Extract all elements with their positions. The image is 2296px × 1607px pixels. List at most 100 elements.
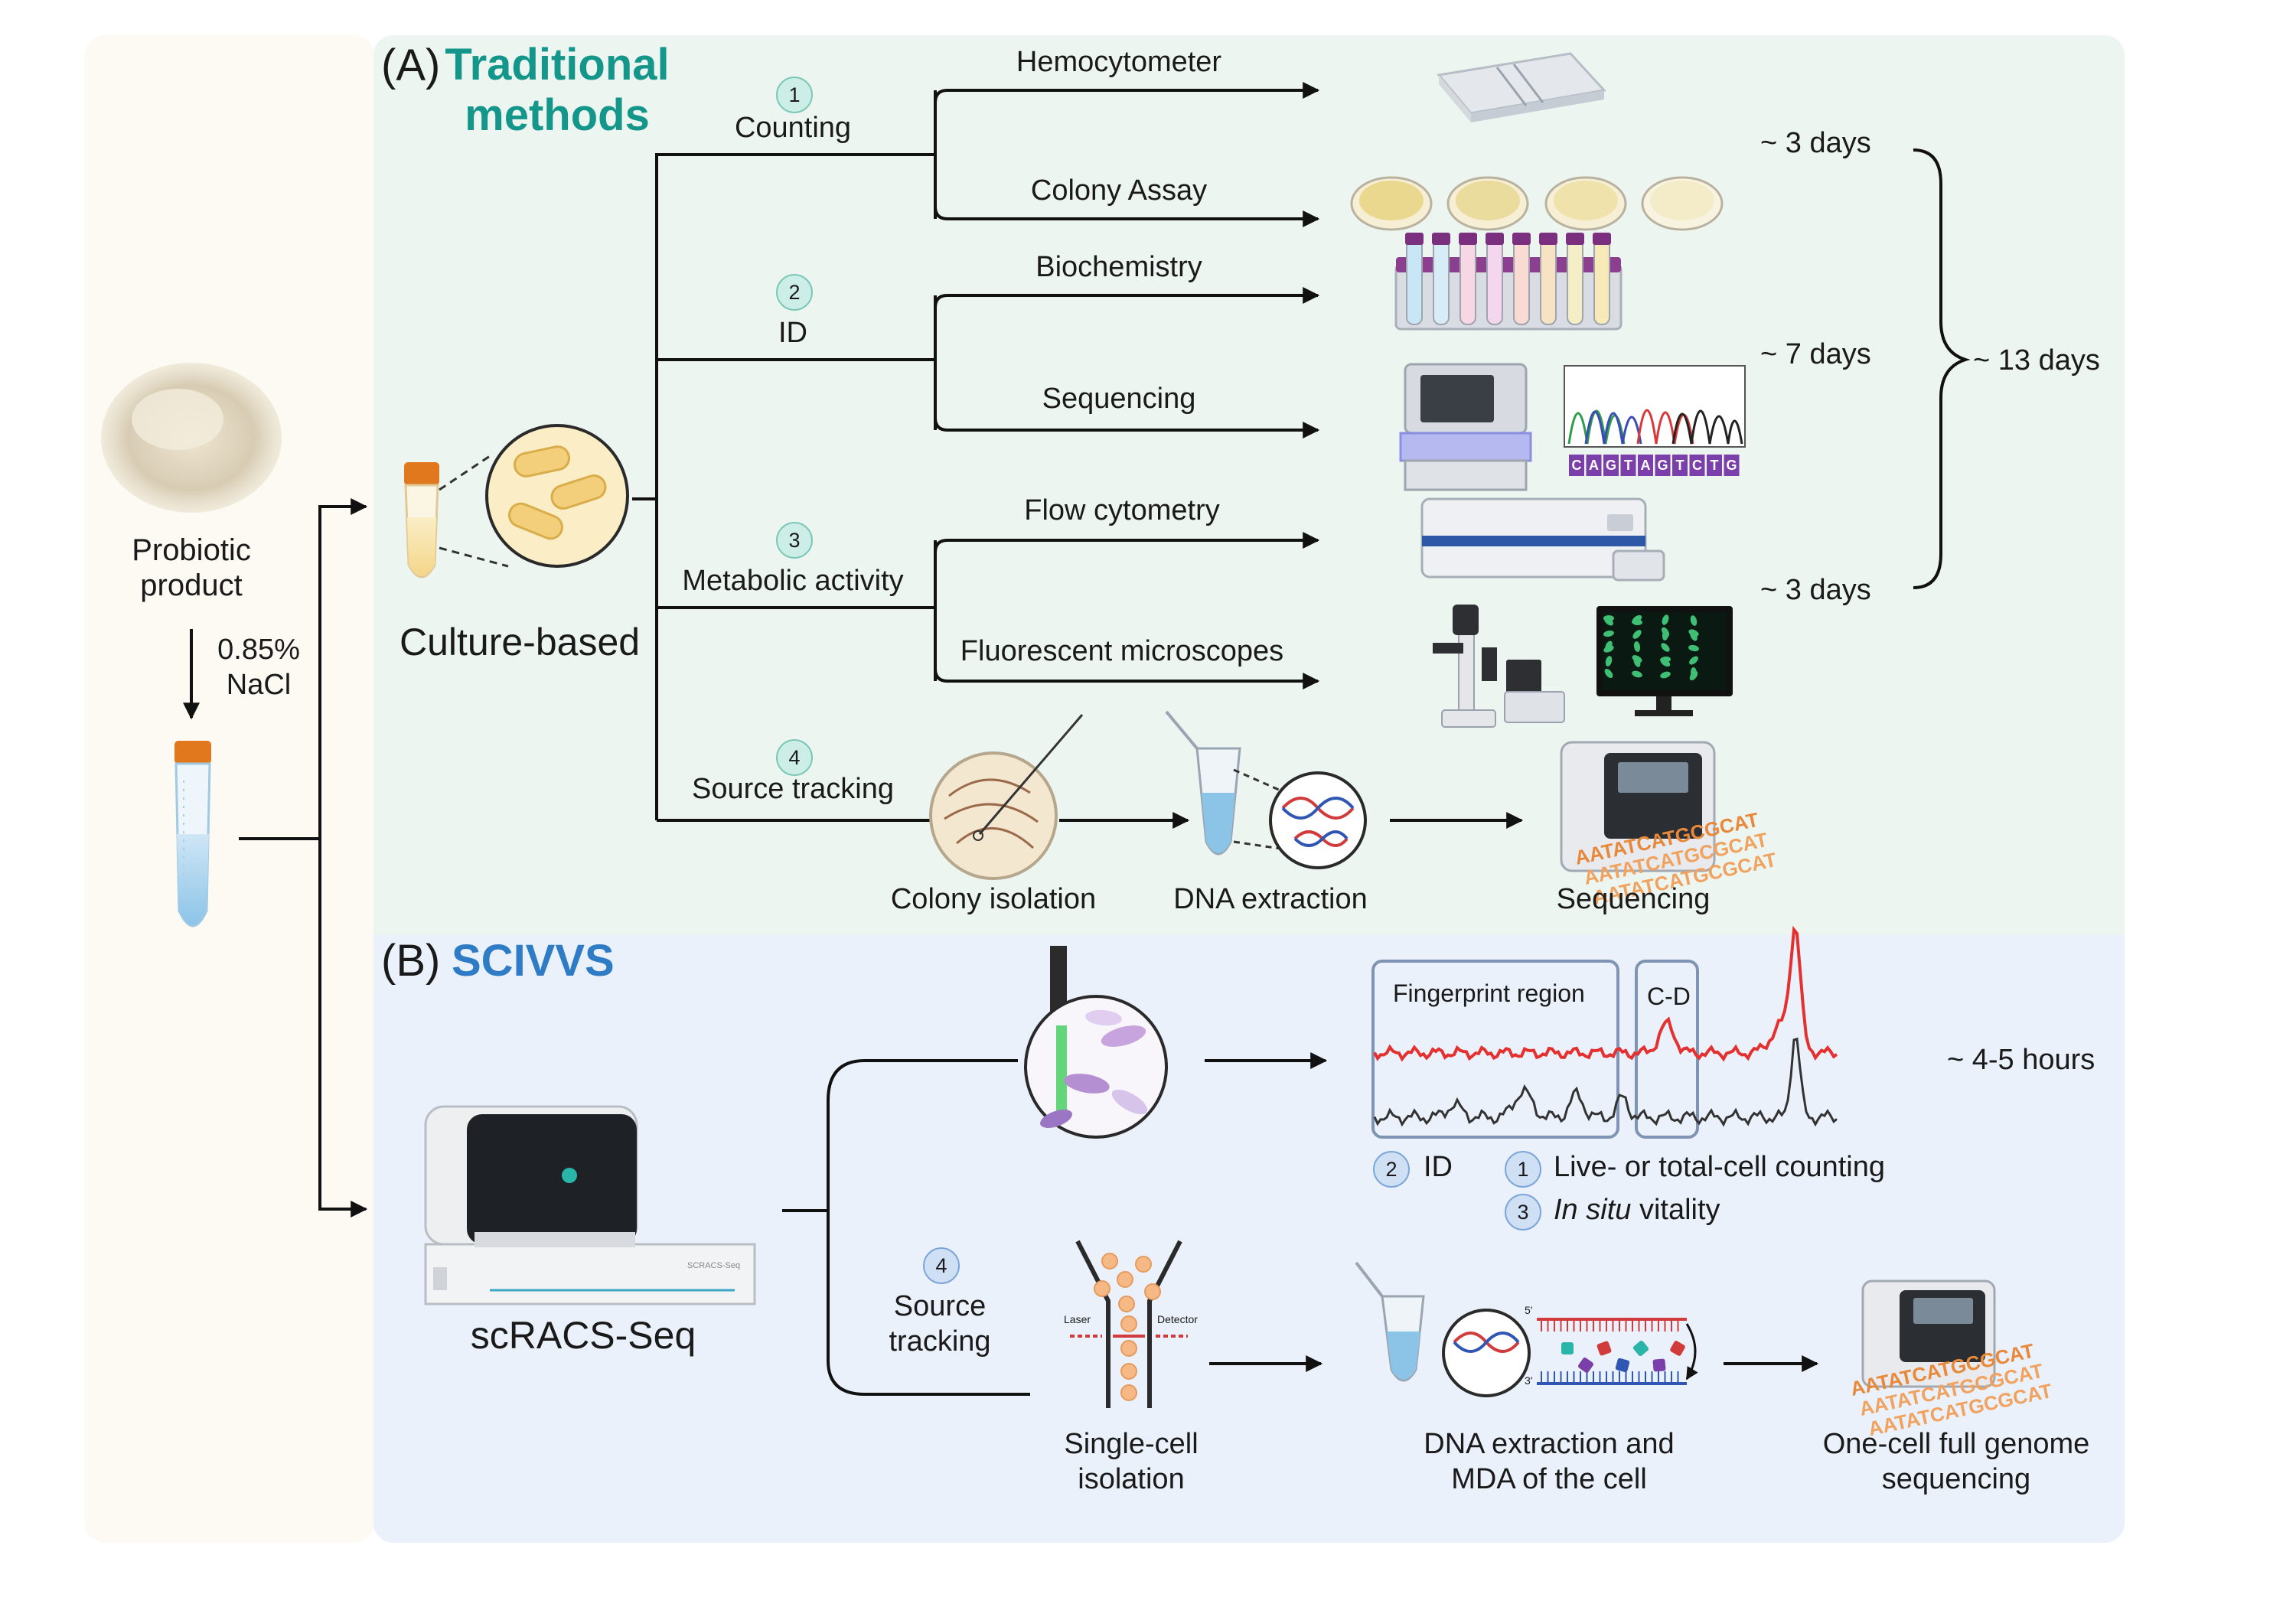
duration-id: ~ 7 days <box>1760 338 1871 370</box>
biochem-tube <box>1513 238 1530 325</box>
scracs-seq-instrument-icon <box>424 1105 756 1305</box>
sequencing-step-label: Sequencing <box>1556 883 1711 915</box>
polymerase <box>1578 1358 1593 1373</box>
cell <box>1135 1256 1152 1273</box>
cell <box>1120 1384 1137 1401</box>
cell <box>1120 1340 1137 1357</box>
detector-label: Detector <box>1157 1313 1198 1325</box>
id-label: ID <box>778 317 807 349</box>
biochem-tube-cap <box>1486 233 1504 245</box>
three-prime-label: 3' <box>1525 1374 1533 1387</box>
panel-a-title: Traditional methods <box>445 40 670 140</box>
scracs-seq-label: scRACS-Seq <box>470 1314 696 1357</box>
sequence-letter-box <box>1689 455 1705 476</box>
microscope-icon <box>1433 605 1565 728</box>
legend-vitality-badge: 3 <box>1505 1194 1541 1231</box>
cell <box>1118 1296 1135 1312</box>
biochem-tube-cap <box>1405 233 1424 245</box>
probiotic-powder-icon <box>101 363 282 513</box>
fluorescent-cell <box>1632 618 1642 626</box>
biochem-tube <box>1567 238 1583 325</box>
source-tracking-label: Source tracking <box>691 773 895 805</box>
biochem-tube <box>1406 238 1423 325</box>
sequencer-machine-icon <box>1399 363 1532 491</box>
sequence-letter: A <box>1641 458 1651 473</box>
sequence-letter-box <box>1672 455 1688 476</box>
panel-b-title: SCIVVS <box>452 936 615 986</box>
panel-a-background <box>373 35 2125 935</box>
one-cell-sequencer-icon <box>1861 1279 1996 1388</box>
cell <box>1101 1253 1118 1270</box>
counting-label: Counting <box>734 112 852 144</box>
dna-magnify-icon <box>1269 771 1367 869</box>
biochem-tube-cap <box>1432 233 1450 245</box>
biochem-tube-cap <box>1566 233 1584 245</box>
legend-id-badge: 2 <box>1373 1151 1410 1188</box>
step-2-badge: 2 <box>776 274 813 311</box>
vitality-text: vitality <box>1631 1194 1720 1226</box>
colony-isolation-label: Colony isolation <box>890 883 1097 915</box>
instrument-badge: SCRACS-Seq <box>687 1261 741 1270</box>
legend-counting-badge: 1 <box>1505 1151 1541 1188</box>
in-situ-text: In situ <box>1554 1194 1632 1226</box>
cell <box>1117 1271 1133 1288</box>
fluorescent-cell <box>1690 631 1698 641</box>
dna-extraction-label: DNA extraction <box>1173 883 1368 915</box>
sequence-letter: G <box>1657 458 1668 473</box>
bacteria-magnify-icon <box>485 424 629 568</box>
source-tracking-badge: 4 <box>923 1247 960 1284</box>
polymerase <box>1596 1341 1612 1356</box>
one-cell-sequencing-label: One-cell full genome sequencing <box>1822 1428 2090 1495</box>
mda-microtube-icon <box>1355 1261 1425 1382</box>
flow-cytometry-label: Flow cytometry <box>1024 494 1220 526</box>
fluorescent-cell <box>1603 645 1614 653</box>
fluorescent-cell <box>1689 670 1698 681</box>
flow-cytometer-icon <box>1420 497 1665 582</box>
panel-b-tag: (B) <box>381 936 441 986</box>
fluorescence-monitor-icon <box>1596 606 1733 716</box>
method-tree <box>632 153 701 822</box>
cd-region-label: C-D <box>1647 983 1691 1010</box>
mda-amplification-icon <box>1537 1318 1698 1385</box>
colony-assay-label: Colony Assay <box>1030 174 1208 207</box>
dna-extraction-mda-label: DNA extraction and MDA of the cell <box>1424 1428 1675 1495</box>
fluorescent-cell <box>1688 644 1699 652</box>
fluorescent-cell <box>1632 630 1642 639</box>
sequence-letter: C <box>1692 458 1702 473</box>
sequence-letter: G <box>1726 458 1737 473</box>
duration-scivvs: ~ 4-5 hours <box>1947 1044 2095 1076</box>
cell <box>1120 1363 1137 1380</box>
biochem-tube-cap <box>1512 233 1531 245</box>
fluorescent-cell <box>1662 630 1669 641</box>
colony-isolation-plate-icon <box>929 714 1084 880</box>
panel-a-tag: (A) <box>381 41 441 90</box>
fluorescent-cell <box>1605 656 1613 667</box>
culture-tube-icon <box>404 462 439 579</box>
sequence-letter-box <box>1707 455 1722 476</box>
biochem-tube <box>1459 238 1476 325</box>
biochem-tube <box>1433 238 1450 325</box>
panel-b-background <box>373 935 2125 1543</box>
hemocytometer-label: Hemocytometer <box>1016 46 1222 78</box>
sequence-letter-box <box>1638 455 1653 476</box>
fluorescent-cell <box>1661 643 1670 652</box>
culture-based-label: Culture-based <box>400 621 641 663</box>
single-cell-isolation-label: Single-cell isolation <box>1064 1428 1199 1495</box>
fluorescent-cell <box>1604 617 1613 626</box>
duration-metabolic: ~ 3 days <box>1760 574 1871 606</box>
fluorescent-cell <box>1604 668 1613 679</box>
sequence-letter: G <box>1606 458 1616 473</box>
source-tracking-b-label: Source tracking <box>889 1290 991 1358</box>
colony-plates-icon <box>1350 176 1724 231</box>
legend-id-text: ID <box>1424 1151 1453 1183</box>
legend-vitality-text: In situ vitality <box>1554 1194 1720 1227</box>
fluorescent-cell <box>1689 656 1698 665</box>
metabolic-activity-label: Metabolic activity <box>682 565 904 597</box>
sequence-letter: T <box>1624 458 1632 473</box>
raman-spectrum <box>1371 925 1838 1139</box>
biochem-tube <box>1593 238 1610 325</box>
sequence-letter-box <box>1569 455 1584 476</box>
nacl-label: 0.85% NaCl <box>217 634 300 701</box>
polymerase <box>1652 1358 1666 1372</box>
